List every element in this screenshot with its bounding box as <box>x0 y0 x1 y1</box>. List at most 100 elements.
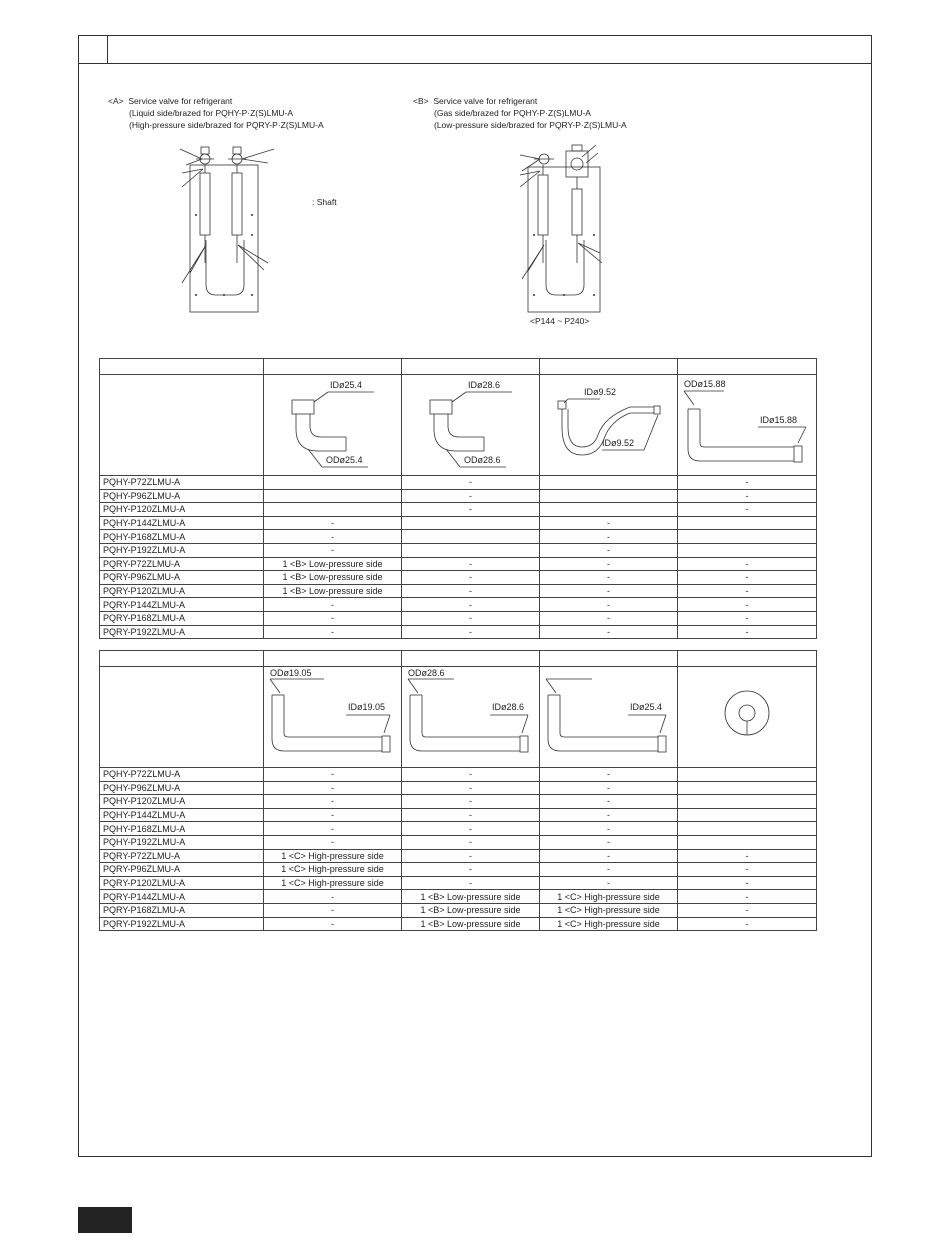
quantity-cell: 1 <C> High-pressure side <box>263 875 402 891</box>
model-name-cell: PQHY-P120ZLMU-A <box>99 502 264 517</box>
table-header-cell <box>539 358 678 375</box>
table-header-cell <box>401 650 540 667</box>
pipe-spec-top: IDø28.6 <box>468 380 501 390</box>
quantity-cell: - <box>677 875 817 891</box>
l-pipe-icon <box>683 390 807 463</box>
quantity-cell: - <box>539 834 678 850</box>
model-name-cell: PQHY-P96ZLMU-A <box>99 488 264 504</box>
quantity-cell: - <box>539 875 678 891</box>
quantity-cell: - <box>401 488 540 504</box>
l-pipe-icon <box>407 678 529 753</box>
quantity-cell: - <box>401 807 540 823</box>
figure-b-title: Service valve for refrigerant <box>433 96 538 106</box>
quantity-cell: - <box>539 780 678 796</box>
quantity-cell <box>263 502 402 517</box>
quantity-cell <box>677 542 817 558</box>
model-name-cell: PQRY-P72ZLMU-A <box>99 848 264 864</box>
figure-a-caption: <A> Service valve for refrigerant (Liqui… <box>108 95 324 131</box>
model-name-cell: PQRY-P144ZLMU-A <box>99 889 264 904</box>
table-row: PQHY-P144ZLMU-A--- <box>99 807 817 823</box>
quantity-cell: 1 <C> High-pressure side <box>263 862 402 877</box>
quantity-cell <box>263 488 402 504</box>
quantity-cell <box>539 475 678 490</box>
table-header-row <box>99 650 817 667</box>
quantity-cell: - <box>677 624 817 640</box>
insulation-ring-cell <box>677 666 817 768</box>
figure-b-tag: <B> <box>413 96 429 106</box>
table-row: PQHY-P96ZLMU-A--- <box>99 780 817 796</box>
table-image-row: ODø19.05 IDø19.05 ODø28.6 IDø28.6 <box>99 666 817 768</box>
pipe-spec-top: ODø19.05 <box>270 668 312 678</box>
quantity-cell: 1 <B> Low-pressure side <box>263 556 402 572</box>
quantity-cell: 1 <B> Low-pressure side <box>263 570 402 585</box>
model-name-cell: PQRY-P144ZLMU-A <box>99 597 264 612</box>
quantity-cell: - <box>401 475 540 490</box>
quantity-cell: 1 <B> Low-pressure side <box>401 902 540 918</box>
quantity-cell: - <box>539 515 678 531</box>
quantity-cell <box>401 542 540 558</box>
figure-a-title: Service valve for refrigerant <box>128 96 233 106</box>
model-name-cell: PQRY-P120ZLMU-A <box>99 583 264 599</box>
model-name-cell: PQHY-P192ZLMU-A <box>99 542 264 558</box>
quantity-cell: - <box>539 542 678 558</box>
model-name-cell: PQRY-P96ZLMU-A <box>99 570 264 585</box>
quantity-cell <box>677 767 817 782</box>
elbow-pipe-icon <box>291 391 374 468</box>
table-row: PQHY-P120ZLMU-A-- <box>99 502 817 517</box>
pipe-spec-bottom: ODø25.4 <box>326 455 363 465</box>
table-row: PQHY-P168ZLMU-A-- <box>99 529 817 544</box>
quantity-cell: - <box>263 529 402 544</box>
model-name-cell: PQHY-P144ZLMU-A <box>99 807 264 823</box>
quantity-cell: 1 <C> High-pressure side <box>539 916 678 932</box>
model-name-cell: PQHY-P168ZLMU-A <box>99 529 264 544</box>
quantity-cell: - <box>539 821 678 836</box>
pipe-spec-bottom: ODø28.6 <box>464 455 501 465</box>
table-row: PQHY-P96ZLMU-A - - <box>99 488 817 504</box>
table-row: PQRY-P144ZLMU-A---- <box>99 597 817 612</box>
figure-a-note-2: (High-pressure side/brazed for PQRY-P·Z(… <box>129 120 324 130</box>
table-row: PQHY-P120ZLMU-A--- <box>99 794 817 809</box>
table-header-cell <box>677 358 817 375</box>
quantity-cell: - <box>539 583 678 599</box>
quantity-cell: 1 <B> Low-pressure side <box>401 889 540 904</box>
table-image-cell <box>99 374 264 476</box>
table-row: PQHY-P72ZLMU-A--- <box>99 767 817 782</box>
quantity-cell <box>677 515 817 531</box>
figure-b-caption: <B> Service valve for refrigerant (Gas s… <box>413 95 627 131</box>
quantity-cell: - <box>401 834 540 850</box>
figure-b-note-1: (Gas side/brazed for PQHY-P·Z(S)LMU-A <box>434 108 591 118</box>
quantity-cell: - <box>539 848 678 864</box>
quantity-cell: - <box>263 780 402 796</box>
table-header-cell <box>677 650 817 667</box>
insulation-ring-icon <box>724 690 770 736</box>
quantity-cell: - <box>401 780 540 796</box>
model-name-cell: PQRY-P120ZLMU-A <box>99 875 264 891</box>
model-name-cell: PQRY-P72ZLMU-A <box>99 556 264 572</box>
model-name-cell: PQRY-P168ZLMU-A <box>99 902 264 918</box>
table-header-cell <box>99 358 264 375</box>
quantity-cell: - <box>263 821 402 836</box>
quantity-cell <box>401 529 540 544</box>
quantity-cell: - <box>539 610 678 626</box>
pipe-spec-bottom: IDø25.4 <box>630 702 663 712</box>
model-name-cell: PQRY-P192ZLMU-A <box>99 916 264 932</box>
quantity-cell: - <box>401 875 540 891</box>
quantity-cell: - <box>401 767 540 782</box>
table-image-cell <box>99 666 264 768</box>
pipe-spec-top: ODø28.6 <box>408 668 445 678</box>
quantity-cell: - <box>539 767 678 782</box>
model-name-cell: PQHY-P96ZLMU-A <box>99 780 264 796</box>
quantity-cell: - <box>263 515 402 531</box>
quantity-cell: - <box>263 597 402 612</box>
quantity-cell: - <box>677 488 817 504</box>
connecting-pipe-table-2: ODø19.05 IDø19.05 ODø28.6 IDø28.6 <box>99 650 817 932</box>
pipe-spec-top: IDø9.52 <box>584 387 617 397</box>
section-number-box <box>79 36 108 63</box>
